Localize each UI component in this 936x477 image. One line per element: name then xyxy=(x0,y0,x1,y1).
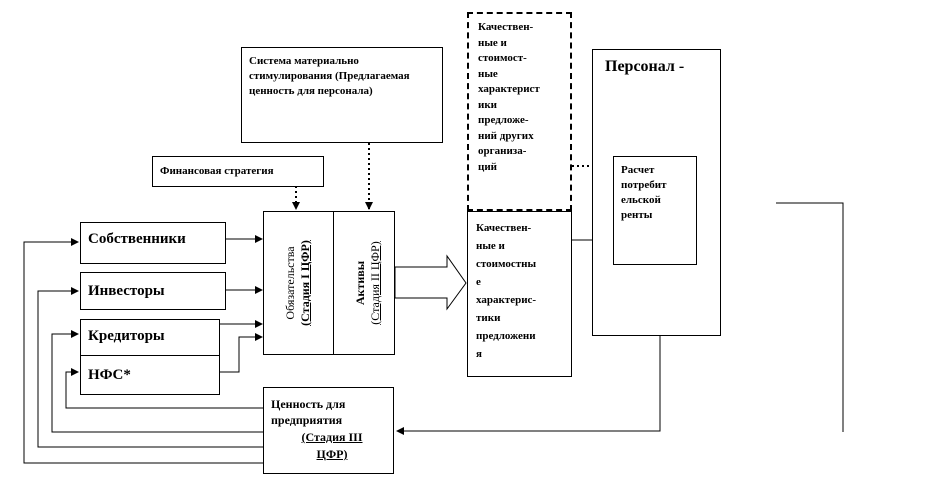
obligations-label: Обязательства xyxy=(283,246,297,320)
assets-rotated: Активы (Стадия II ЦФР) xyxy=(353,213,383,353)
quality-others-box xyxy=(467,12,572,211)
owners-label: Собственники xyxy=(88,231,186,247)
right-bracket-line xyxy=(776,202,844,432)
consumer-rent-box xyxy=(613,156,697,265)
hollow-arrow-assets-offer xyxy=(394,254,467,311)
arrow-value-investors xyxy=(37,287,263,448)
consumer-rent-label: Расчет потребит ельской ренты xyxy=(621,164,667,221)
nfs-label: НФС* xyxy=(88,367,131,383)
nfs-box xyxy=(80,355,220,395)
quality-others-label: Качествен- ные и стоимост- ные характери… xyxy=(478,21,540,173)
financial-strategy-box xyxy=(152,156,324,187)
personnel-label: Персонал - xyxy=(605,58,685,75)
arrow-value-nfs xyxy=(65,368,263,409)
obligations-assets-box xyxy=(263,211,395,355)
material-system-label: Система материально стимулирования (Пред… xyxy=(249,55,410,97)
arrow-value-owners xyxy=(23,238,263,464)
assets-stage-label: (Стадия II ЦФР) xyxy=(368,241,382,325)
enterprise-value-box xyxy=(263,387,394,474)
enterprise-value-label: Ценность для предприятия xyxy=(271,397,346,427)
quality-offer-box xyxy=(467,211,572,377)
investors-label: Инвесторы xyxy=(88,283,165,299)
creditors-label: Кредиторы xyxy=(88,328,165,344)
material-system-box xyxy=(241,47,443,143)
investors-box xyxy=(80,272,226,310)
financial-strategy-label: Финансовая стратегия xyxy=(160,165,274,177)
quality-offer-label: Качествен- ные и стоимостны е характерис… xyxy=(476,222,537,360)
arrow-personnel-value xyxy=(396,335,661,435)
owners-box xyxy=(80,222,226,264)
obligations-assets-divider xyxy=(333,211,334,355)
assets-label: Активы xyxy=(353,260,367,306)
arrow-value-creditors xyxy=(51,330,263,433)
obligations-stage-label: (Стадия I ЦФР) xyxy=(298,240,312,326)
obligations-rotated: Обязательства (Стадия I ЦФР) xyxy=(283,213,313,353)
arrow-nfs-obligations xyxy=(220,333,263,373)
enterprise-value-stage-label: (Стадия III ЦФР) xyxy=(301,430,363,461)
